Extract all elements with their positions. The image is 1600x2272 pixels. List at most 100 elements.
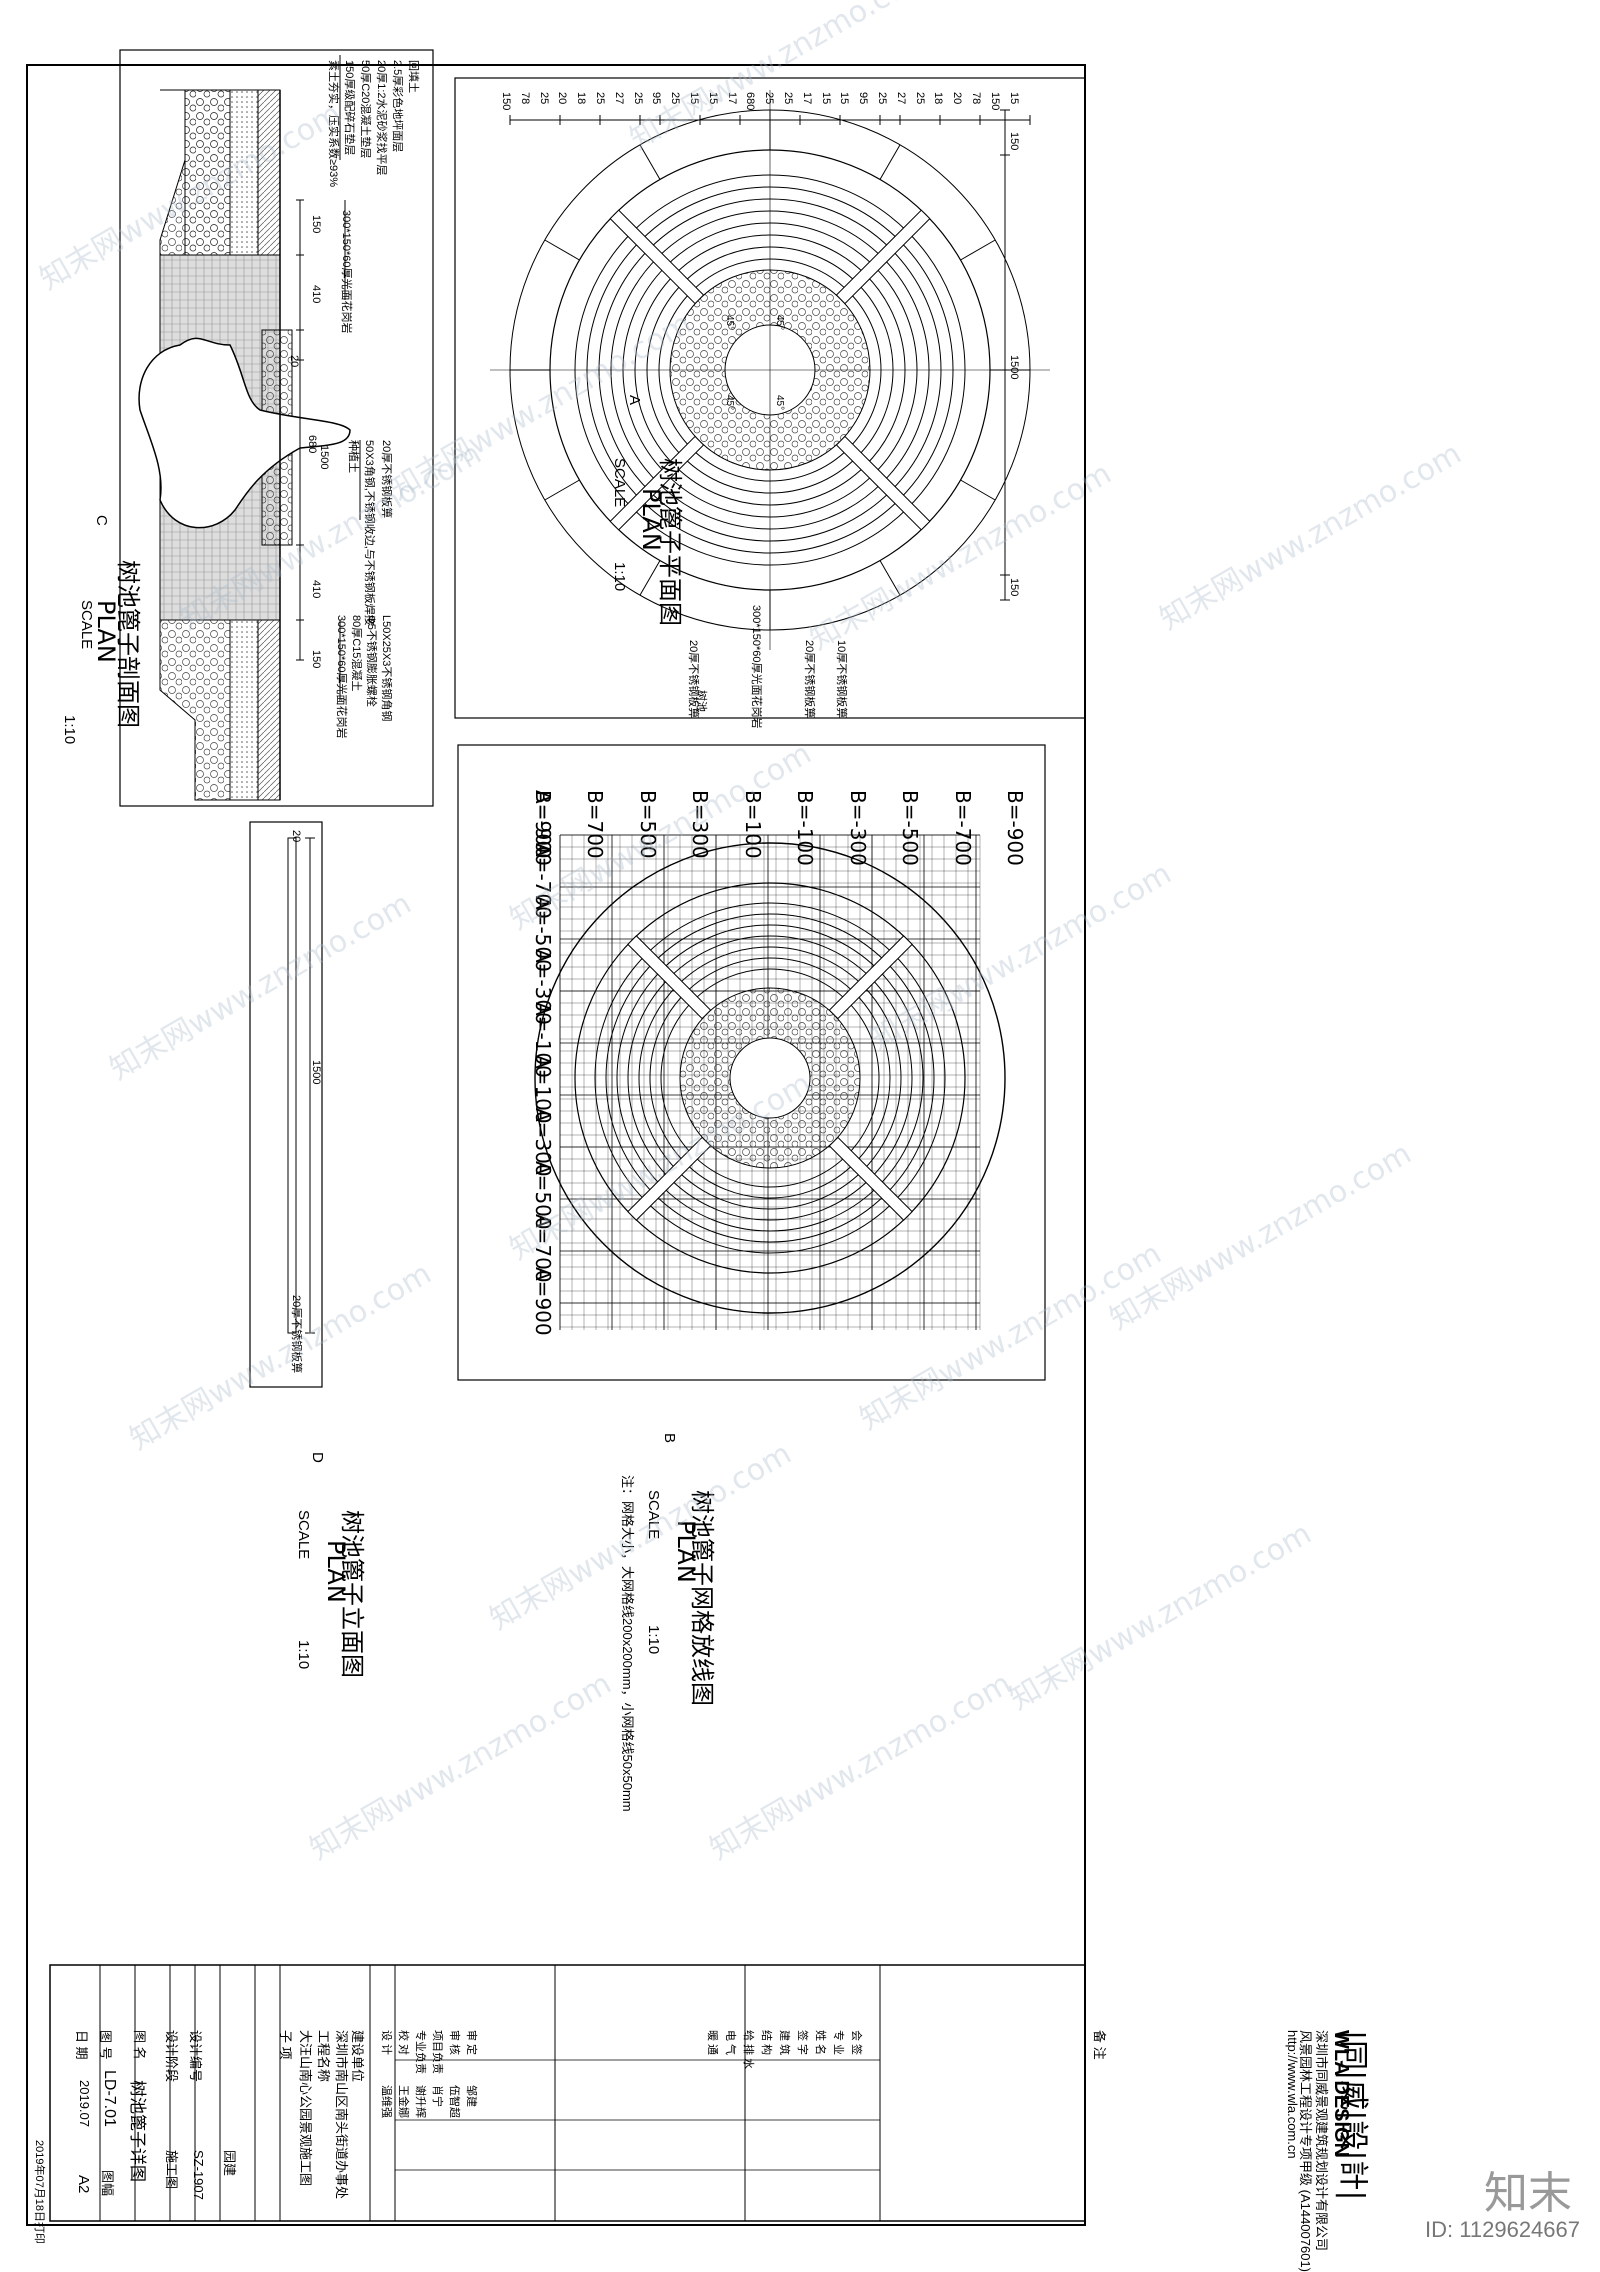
date: 2019.07 [77, 2080, 92, 2127]
project-label: 工程名称 [316, 2030, 331, 2083]
section-plan-word: PLAN [92, 600, 120, 663]
approval-row-label: 项目负责 [431, 2030, 443, 2074]
grid-slot-ring [660, 968, 880, 1188]
grid-grate-bar [828, 935, 913, 1020]
plan-top-dim-label: 25 [631, 92, 644, 105]
plan-top-dim-label: 25 [913, 92, 926, 105]
plan-top-dim-label: 78 [970, 92, 982, 105]
plan-side-dim-label: 150 [1008, 578, 1020, 597]
section-gravel-band [184, 89, 231, 271]
grid-ring-2 [574, 882, 966, 1274]
drawing-name-label: 图 名 [132, 2030, 147, 2060]
plan-paver-joint [639, 144, 661, 180]
plan-paver-joint [960, 239, 996, 261]
section-layer-note: 150厚级配碎石垫层 [343, 60, 355, 156]
size-label: 图幅 [100, 2170, 115, 2197]
grid-grate-bar [627, 1136, 712, 1221]
grid-slot-ring [594, 902, 946, 1254]
size: A2 [75, 2175, 92, 2194]
grid-slot-ring [649, 957, 891, 1199]
plan-top-dim-label: 150 [988, 92, 1001, 111]
elevation-scale-value: 1:10 [295, 1640, 312, 1670]
section-dim-label: 680 [306, 435, 318, 454]
grid-slot-ring [627, 935, 913, 1221]
elevation-plate [287, 837, 297, 1334]
grid-circle-letter: B [661, 1433, 678, 1444]
tree-trunk-shape [138, 337, 351, 529]
section-dim-label: 410 [310, 285, 322, 304]
signer-label: 姓 名 [814, 2030, 826, 2056]
section-dim-label: 20 [288, 355, 300, 368]
approval-name: 邹建 [465, 2085, 477, 2107]
firm-line3: http://www.wla.com.cn [1285, 2030, 1300, 2159]
grid-scale-value: 1:10 [645, 1625, 662, 1655]
plan-top-dim-label: 20 [556, 92, 569, 105]
signer-label: 签 字 [796, 2030, 808, 2056]
section-dim-label: 410 [310, 580, 322, 599]
plan-plan-word: PLAN [637, 488, 665, 551]
plan-callout: 20厚不锈钢板箅 [803, 640, 815, 719]
plan-grate-bar [609, 209, 705, 305]
print-note: 2019年07月18日打印 [33, 2140, 45, 2244]
section-gravel-bottom [159, 619, 231, 801]
plan-angle-label: 45° [724, 395, 735, 411]
approval-row-label: 审 核 [448, 2030, 460, 2056]
section-layer-note: 50厚C20混凝土垫层 [359, 60, 371, 159]
plan-paver-joint [639, 560, 661, 596]
section-callout: 80厚C15混凝土 [350, 615, 362, 692]
plan-top-dim-label: 17 [800, 92, 813, 105]
section-concrete-bottom [229, 619, 259, 801]
footer-id: ID: 1129624667 [1425, 2217, 1580, 2242]
section-circle-letter: C [93, 515, 110, 526]
plan-top-dim-label: 25 [876, 92, 888, 105]
grid-slot-ring [616, 924, 924, 1232]
section-layer-note: 2.5厚彩色地坪面层 [391, 60, 403, 153]
plan-grate-bar [609, 435, 705, 531]
discipline: 园建 [222, 2150, 237, 2177]
plan-top-dim-label: 25 [537, 92, 550, 105]
section-callout: 300*150*60厚光面花岗岩 [340, 210, 352, 334]
signer-label: 建 筑 [778, 2030, 790, 2056]
plan-top-dim-label: 95 [857, 92, 870, 105]
grid-b-axis-label: B=-500 [898, 790, 922, 866]
grid-slot-ring [605, 913, 935, 1243]
elevation-plan-word: PLAN [322, 1540, 350, 1603]
signer-label: 结 构 [760, 2030, 772, 2056]
plan-scale-word: SCALE [611, 458, 628, 508]
design-no-label: 设计编号 [188, 2030, 203, 2083]
section-layer-note: 回填土 [407, 60, 419, 93]
drawing-no: LD-7.01 [101, 2070, 118, 2127]
signer-label: 电 气 [724, 2030, 736, 2056]
drawing-name: 树池篦子详图 [127, 2080, 147, 2182]
plan-side-dim-label: 1500 [1008, 355, 1020, 380]
plan-top-dim-label: 150 [500, 92, 512, 111]
section-dim-label: 150 [310, 215, 322, 234]
section-callout: L50X25X3不锈钢角钢 [380, 615, 392, 722]
plan-top-dim-label: 18 [575, 92, 588, 105]
grid-outer-ring [534, 842, 1006, 1314]
elevation-dim-label: 20 [290, 830, 302, 843]
plan-top-dim-label: 15 [838, 92, 851, 105]
grid-grate-bar [627, 935, 712, 1020]
section-layer-note: 20厚1:2水泥砂浆找平层 [375, 60, 387, 176]
plan-circle-letter: A [626, 395, 643, 406]
section-callout: 300*150*60厚光面花岗岩 [335, 615, 347, 739]
section-callout: 种植土 [347, 440, 359, 473]
plan-side-dim-label: 150 [1008, 132, 1020, 151]
plan-top-dim-label: 18 [932, 92, 945, 105]
project-name: 大汪山南心公园景观施工图 [298, 2030, 313, 2187]
approval-name: 温维强 [380, 2085, 392, 2118]
stage-label: 设计阶段 [164, 2030, 179, 2083]
plan-angle-label: 45° [774, 395, 785, 411]
grid-trunk-circle [729, 1037, 811, 1119]
plan-top-dim-label: 25 [594, 92, 606, 105]
approval-row-label: 审 定 [465, 2030, 477, 2056]
plan-angle-label: 45° [724, 315, 735, 331]
notes-label: 备 注 [1092, 2030, 1107, 2060]
signer-label: 专 业 [832, 2030, 844, 2056]
signer-label: 暖 通 [706, 2030, 718, 2056]
plan-callout: 300*150*60厚光面花岗岩 [750, 605, 762, 729]
approval-row-label: 设 计 [380, 2030, 392, 2056]
grid-b-axis-label: B=-700 [950, 790, 975, 866]
